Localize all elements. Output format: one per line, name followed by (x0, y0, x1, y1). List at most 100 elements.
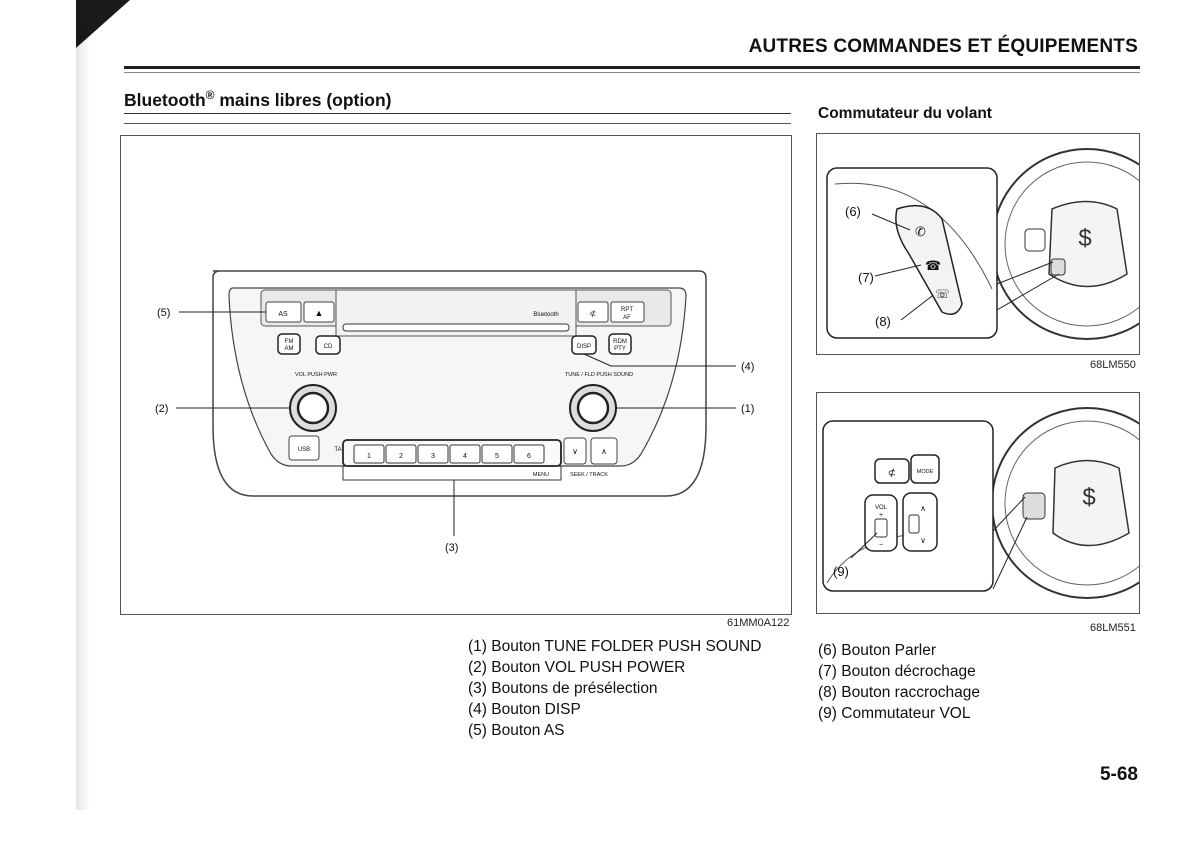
preset-button-1 (353, 444, 385, 464)
callout-6: (6) (845, 204, 861, 219)
header-rule-thin (124, 72, 1140, 73)
pickup-icon: ☎ (925, 258, 941, 273)
unit-outer-bezel (212, 270, 707, 497)
caption-item: (2) Bouton VOL PUSH POWER (468, 659, 686, 676)
seek-down-label: ∨ (572, 447, 578, 456)
callout-1: (1) (741, 403, 754, 415)
seek-track-label: SEEK / TRACK (570, 472, 608, 478)
page-number: 5-68 (1099, 764, 1138, 785)
caption-item: (9) Commutateur VOL (818, 705, 971, 722)
steering-switch-title: Commutateur du volant (818, 105, 992, 122)
mute-button (577, 301, 609, 323)
preset-label-2: 2 (399, 453, 403, 460)
brand-emblem: $ (1078, 225, 1091, 252)
pty-label: PTY (614, 346, 626, 352)
mode-switch (910, 454, 940, 484)
phone-figure-code: 68LM550 (1090, 359, 1136, 371)
audio-figure-code: 61MM0A122 (727, 617, 790, 629)
cd-slot (342, 323, 570, 332)
preset-button-6 (513, 444, 545, 464)
tune-knob-inner (576, 391, 610, 425)
usb-button (288, 435, 320, 461)
disp-label: DISP (577, 344, 591, 350)
hangup-icon: ☏ (935, 287, 950, 301)
callout-9: (9) (833, 564, 849, 579)
fm-am-button (277, 333, 301, 355)
wheel-switch-left (1022, 492, 1046, 520)
audio-unit-diagram: AS ▲ Bluetooth ⊄ RPT AF FM AM CD DISP RD… (155, 270, 754, 554)
vol-rocker (874, 518, 888, 538)
cd-button (315, 335, 341, 355)
seek-down-label: ∨ (920, 536, 926, 545)
talk-icon: ✆ (915, 224, 926, 239)
vol-plus-label: + (879, 512, 883, 519)
phone-switch-diagram: $ ✆ ☎ ☏ (6) (7) (8) (826, 148, 1183, 340)
preset-button-2 (385, 444, 417, 464)
wheel-switch-left (1024, 228, 1046, 252)
callout-5: (5) (157, 307, 170, 319)
title-rule-lower (124, 123, 791, 124)
bluetooth-section-title: Bluetooth® mains libres (option) (124, 88, 391, 111)
rdm-pty-button (608, 333, 632, 355)
leader-8 (900, 295, 933, 321)
zoom-line (996, 261, 1054, 285)
preset-label-3: 3 (431, 453, 435, 460)
callout-4: (4) (741, 361, 754, 373)
rdm-label: RDM (613, 339, 627, 345)
cd-label: CD (324, 344, 333, 350)
mute-label: ⊄ (590, 309, 597, 318)
callout-8: (8) (875, 314, 891, 329)
seek-up-label: ∧ (601, 447, 607, 456)
mode-label: MODE (917, 469, 934, 475)
callout-7: (7) (858, 270, 874, 285)
seek-up-button (590, 437, 618, 465)
caption-item: (5) Bouton AS (468, 722, 565, 739)
caption-item: (8) Bouton raccrochage (818, 684, 980, 701)
af-label: AF (623, 315, 631, 321)
audio-unit-figure: AS ▲ Bluetooth ⊄ RPT AF FM AM CD DISP RD… (120, 135, 792, 615)
am-label: AM (285, 346, 294, 352)
preset-button-4 (449, 444, 481, 464)
menu-label: MENU (533, 472, 549, 478)
caption-item: (6) Bouton Parler (818, 642, 937, 659)
scan-shadow (76, 0, 130, 48)
vol-minus-label: − (879, 542, 883, 549)
inset-wheel-edge (834, 182, 993, 290)
preset-button-5 (481, 444, 513, 464)
zoom-line (996, 273, 1060, 311)
caption-item: (4) Bouton DISP (468, 701, 581, 718)
phone-switch-housing (895, 204, 963, 315)
preset-label-4: 4 (463, 453, 467, 460)
leader-9 (850, 532, 878, 559)
eject-label: ▲ (315, 308, 324, 318)
rpt-af-button (610, 301, 645, 323)
caption-item: (7) Bouton décrochage (818, 663, 976, 680)
vol-switch-diagram: $ ⊄ MODE VOL + − ∧ ∨ (9) (822, 407, 1183, 599)
leader-4 (583, 353, 736, 367)
vol-figure-code: 68LM551 (1090, 622, 1136, 634)
ta-label: TA (334, 447, 341, 453)
caption-item: (3) Boutons de présélection (468, 680, 658, 697)
registered-mark: ® (205, 88, 215, 102)
phone-switch-figure: $ ✆ ☎ ☏ (6) (7) (8) (816, 133, 1183, 355)
bluetooth-logo-label: Bluetooth (533, 312, 558, 318)
title-rule (124, 113, 791, 114)
preset-label-5: 5 (495, 453, 499, 460)
audio-caption-list: (1) Bouton TUNE FOLDER PUSH SOUND (2) Bo… (468, 636, 761, 741)
mute-switch-icon: ⊄ (888, 468, 896, 479)
steering-caption-list: (6) Bouton Parler (7) Bouton décrochage … (818, 640, 980, 724)
wheel-switch-phone (1050, 258, 1066, 276)
seek-switch (902, 492, 938, 552)
callout-2: (2) (155, 403, 168, 415)
vol-switch-figure: $ ⊄ MODE VOL + − ∧ ∨ (9) (816, 392, 1183, 614)
section-header: AUTRES COMMANDES ET ÉQUIPEMENTS (748, 36, 1138, 57)
vol-knob-label: VOL PUSH PWR (295, 372, 337, 378)
callout-3: (3) (445, 542, 458, 554)
leader-6 (871, 213, 911, 231)
vol-label: VOL (875, 505, 888, 511)
preset-button-3 (417, 444, 449, 464)
seek-rocker (908, 514, 920, 534)
caption-item: (1) Bouton TUNE FOLDER PUSH SOUND (468, 638, 762, 655)
fm-label: FM (285, 339, 294, 345)
seek-up-label: ∧ (920, 504, 926, 513)
